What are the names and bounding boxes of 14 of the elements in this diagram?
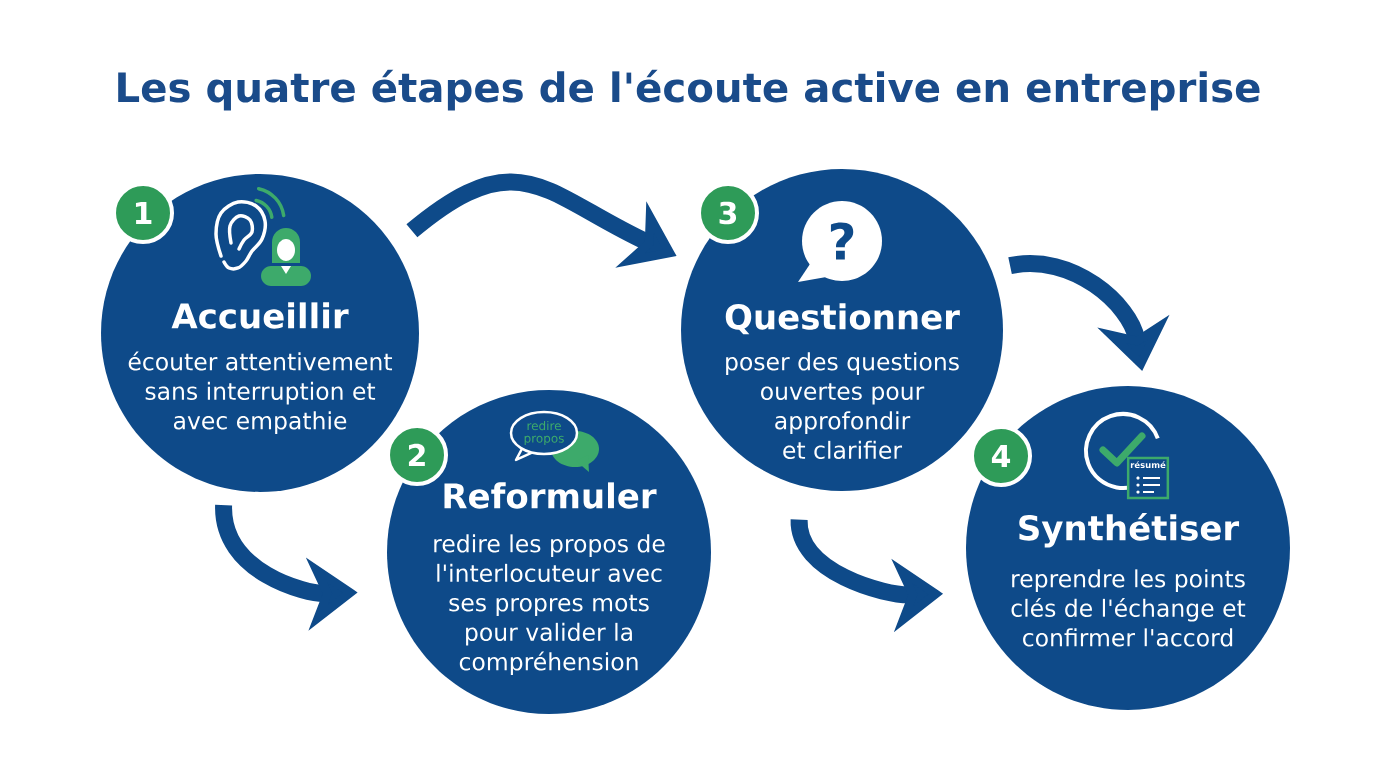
step-description: poser des questions ouvertes pour approfondir et clarifier [726, 352, 959, 459]
step-description: reprendre les points clés de l'échange et confirmer l'accord [1011, 569, 1246, 647]
step-title: Synthétiser [1019, 513, 1240, 548]
number-badge: 1 [112, 182, 174, 244]
question-bubble: ? [798, 201, 882, 282]
step-description: redire les propos de l'interlocuteur avec ses propres mots pour valider la compréhension [434, 534, 665, 676]
step-circle [966, 386, 1290, 710]
step-title: Accueillir [171, 302, 349, 329]
number-badge: 3 [697, 182, 759, 244]
step-title: Questionner [725, 303, 960, 335]
summary-document: résumé [1126, 456, 1170, 500]
step-circle [387, 390, 711, 714]
speech-bubble: redire propos [509, 410, 599, 472]
title: Les quatre étapes de l'écoute active en entreprise [118, 69, 1260, 111]
